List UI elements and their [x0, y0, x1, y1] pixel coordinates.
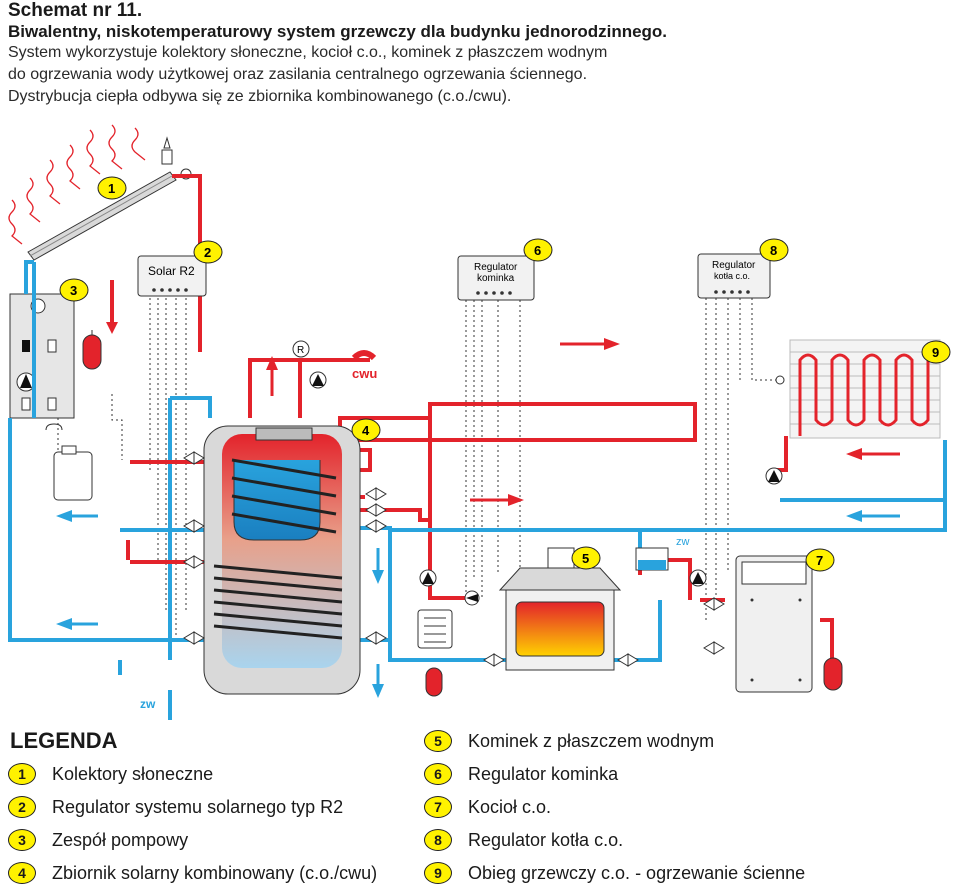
legend-badge: 2	[8, 796, 36, 818]
solar-collector	[27, 171, 177, 261]
marker-8: 8	[759, 238, 789, 262]
flow-arrow	[106, 322, 118, 334]
antifreeze-canister	[45, 423, 93, 501]
legend-item: 5 Kominek z płaszczem wodnym	[424, 728, 714, 754]
boiler	[735, 555, 813, 693]
legend-badge: 7	[424, 796, 452, 818]
air-vent	[161, 136, 192, 180]
description-line: Dystrybucja ciepła odbywa się ze zbiorni…	[8, 88, 512, 105]
marker-5: 5	[571, 546, 601, 570]
heating-system-diagram: Solar R2 Regulator kominka Regulator kot…	[8, 124, 951, 720]
svg-text:4: 4	[362, 423, 370, 438]
fireplace-controller-label: kominka	[477, 273, 515, 284]
marker-4: 4	[351, 418, 381, 442]
marker-9: 9	[921, 340, 951, 364]
hot-pipes	[248, 358, 788, 560]
boiler-controller: Regulator kotła c.o.	[697, 253, 771, 299]
page-title: Schemat nr 11.	[8, 0, 143, 21]
legend-badge: 6	[424, 763, 452, 785]
page-subtitle: Biwalentny, niskotemperaturowy system gr…	[8, 22, 668, 41]
diagram-markers: 1 2 3 4 5 6 7 8 9	[59, 176, 951, 572]
svg-text:9: 9	[932, 345, 939, 360]
svg-text:6: 6	[534, 243, 541, 258]
svg-text:1: 1	[108, 181, 115, 196]
legend-badge: 9	[424, 862, 452, 884]
description-line: do ogrzewania wody użytkowej oraz zasila…	[8, 66, 588, 83]
legend-text: Regulator systemu solarnego typ R2	[52, 796, 344, 817]
header: Schemat nr 11. Biwalentny, niskotemperat…	[8, 0, 948, 108]
legend-item: 2 Regulator systemu solarnego typ R2	[8, 794, 343, 820]
marker-2: 2	[193, 240, 223, 264]
legend-text: Kocioł c.o.	[468, 796, 552, 817]
cold-water-label: zw	[676, 536, 690, 548]
wall-heating	[775, 339, 941, 439]
heat-exchanger	[417, 609, 453, 649]
legend-item: 4 Zbiornik solarny kombinowany (c.o./cwu…	[8, 860, 377, 886]
sun-rays	[8, 124, 146, 245]
svg-text:5: 5	[582, 551, 589, 566]
legend-title: LEGENDA	[10, 728, 118, 753]
legend-text: Regulator kotła c.o.	[468, 829, 624, 850]
cold-water-inlet-label: zw	[140, 697, 156, 711]
legend-text: Regulator kominka	[468, 763, 619, 784]
combined-tank	[203, 425, 361, 695]
marker-6: 6	[523, 238, 553, 262]
legend-item: 1 Kolektory słoneczne	[8, 761, 213, 787]
safety-tank	[635, 547, 669, 571]
legend-item: 6 Regulator kominka	[424, 761, 618, 787]
legend-text: Obieg grzewczy c.o. - ogrzewanie ścienne	[468, 862, 806, 883]
expansion-vessel	[82, 330, 102, 370]
solar-controller: Solar R2	[137, 255, 207, 297]
legend-item: 8 Regulator kotła c.o.	[424, 827, 623, 853]
legend-text: Zespół pompowy	[52, 829, 189, 850]
svg-text:3: 3	[70, 283, 77, 298]
expansion-vessel	[425, 667, 443, 697]
description-line: System wykorzystuje kolektory słoneczne,…	[8, 44, 608, 61]
legend-badge: 4	[8, 862, 36, 884]
fireplace-controller-label: Regulator	[474, 262, 518, 273]
control-wiring	[111, 298, 780, 640]
fireplace-controller: Regulator kominka	[457, 255, 535, 301]
marker-3: 3	[59, 278, 89, 302]
svg-text:7: 7	[816, 553, 823, 568]
marker-1: 1	[97, 176, 127, 200]
solar-controller-label: Solar R2	[148, 264, 195, 278]
valves	[183, 451, 725, 667]
legend-text: Kolektory słoneczne	[52, 763, 214, 784]
legend-text: Kominek z płaszczem wodnym	[468, 730, 715, 751]
legend-item: 7 Kocioł c.o.	[424, 794, 551, 820]
thermostat-label: R	[297, 345, 304, 356]
svg-text:8: 8	[770, 243, 777, 258]
legend-badge: 1	[8, 763, 36, 785]
legend-item: 9 Obieg grzewczy c.o. - ogrzewanie ścien…	[424, 860, 805, 886]
dhw-label: cwu	[352, 366, 377, 381]
boiler-controller-label: Regulator	[712, 260, 756, 271]
boiler-controller-label: kotła c.o.	[714, 271, 750, 281]
pumps	[309, 371, 783, 606]
pump-group	[9, 293, 75, 419]
legend-badge: 5	[424, 730, 452, 752]
expansion-vessel	[823, 657, 843, 691]
svg-text:2: 2	[204, 245, 211, 260]
legend-item: 3 Zespół pompowy	[8, 827, 188, 853]
legend-badge: 8	[424, 829, 452, 851]
legend-text: Zbiornik solarny kombinowany (c.o./cwu)	[52, 862, 378, 883]
fireplace	[498, 547, 622, 671]
marker-7: 7	[805, 548, 835, 572]
legend-badge: 3	[8, 829, 36, 851]
